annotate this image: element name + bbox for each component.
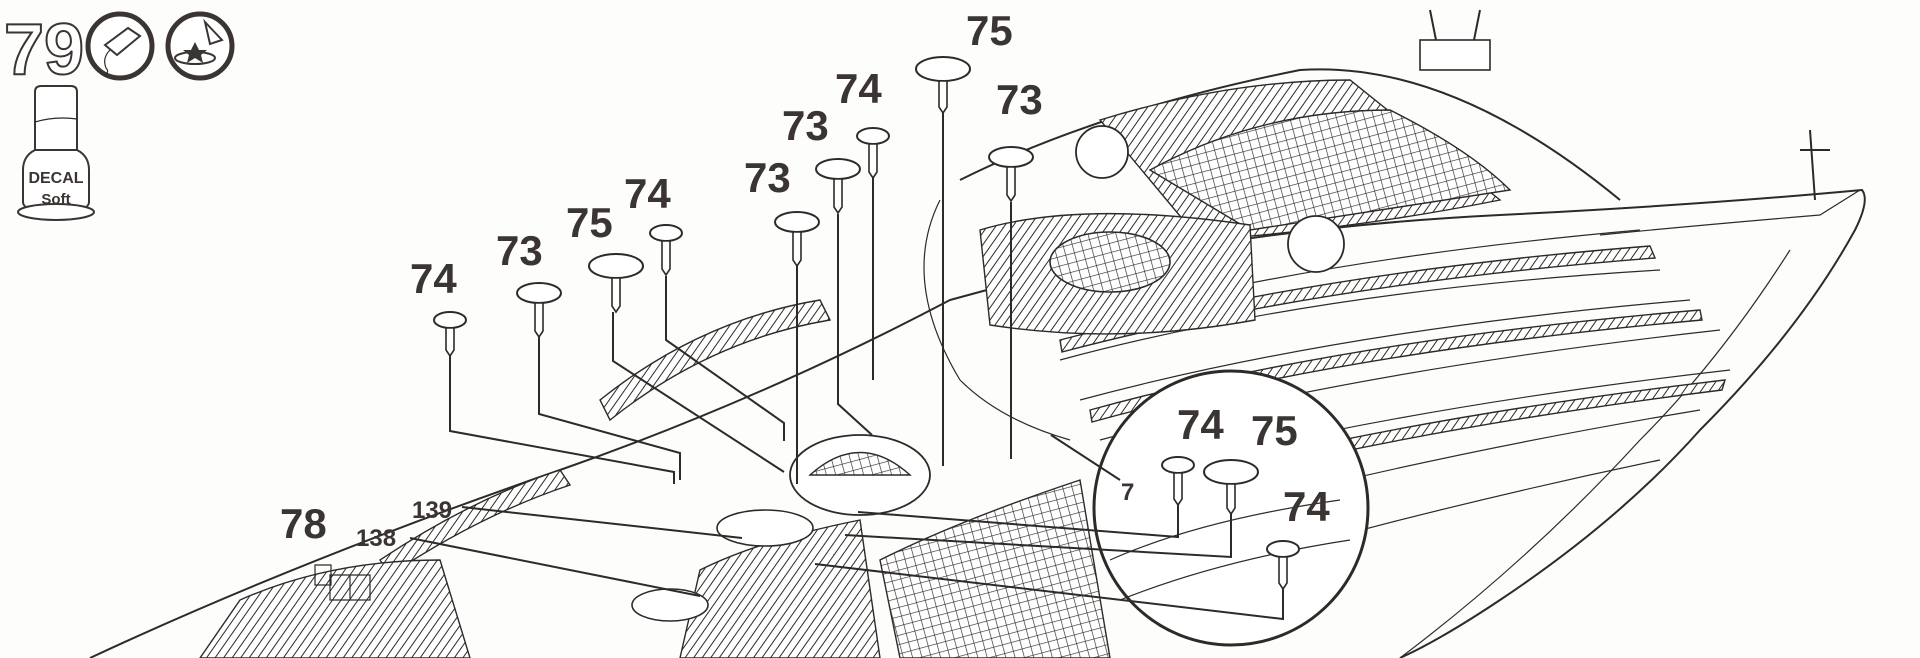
part-label-78: 78: [280, 500, 327, 547]
detail-pin-74: [1161, 456, 1195, 507]
part-label-138: 138: [356, 525, 396, 552]
part-label-139: 139: [412, 497, 452, 524]
detail-label: 74: [1283, 483, 1330, 530]
part-pin-74: [433, 311, 467, 358]
part-pin-75: [915, 56, 971, 115]
part-label: 73: [496, 227, 543, 274]
detail-label: 74: [1177, 401, 1224, 448]
part-label: 75: [566, 199, 613, 246]
decal-water-dish-icon: [165, 11, 235, 81]
part-label: 74: [410, 255, 457, 302]
soft-label: Soft: [41, 191, 70, 208]
step-number: 79: [4, 10, 84, 90]
part-pin-74: [856, 127, 890, 180]
leader-lines: [409, 113, 1284, 621]
part-pin-73: [815, 158, 861, 215]
part-labels: 74 73 75 74 73 73 74 75 73 74 75 74 7 78…: [280, 7, 1330, 552]
detail-label: 75: [1251, 407, 1298, 454]
part-label: 74: [624, 170, 671, 217]
part-pin-73: [988, 146, 1034, 203]
step-header: 79 DECAL Soft: [3, 9, 235, 221]
part-pin-75: [588, 253, 644, 314]
part-label: 73: [744, 154, 791, 201]
ship-illustration: [89, 9, 1866, 658]
detail-pin-75: [1203, 459, 1259, 516]
part-pin-74: [649, 224, 683, 277]
part-pin-73: [516, 282, 562, 339]
detail-pin-74: [1266, 540, 1300, 591]
decal-soft-bottle-icon: DECAL Soft: [17, 85, 95, 221]
decal-label: DECAL: [28, 170, 83, 187]
part-label: 75: [966, 7, 1013, 54]
part-label: 73: [782, 102, 829, 149]
part-label: 73: [996, 76, 1043, 123]
part-label: 74: [835, 65, 882, 112]
part-pin-73: [774, 211, 820, 268]
part-label-7: 7: [1121, 479, 1134, 506]
decal-tag-icon: [85, 11, 155, 81]
